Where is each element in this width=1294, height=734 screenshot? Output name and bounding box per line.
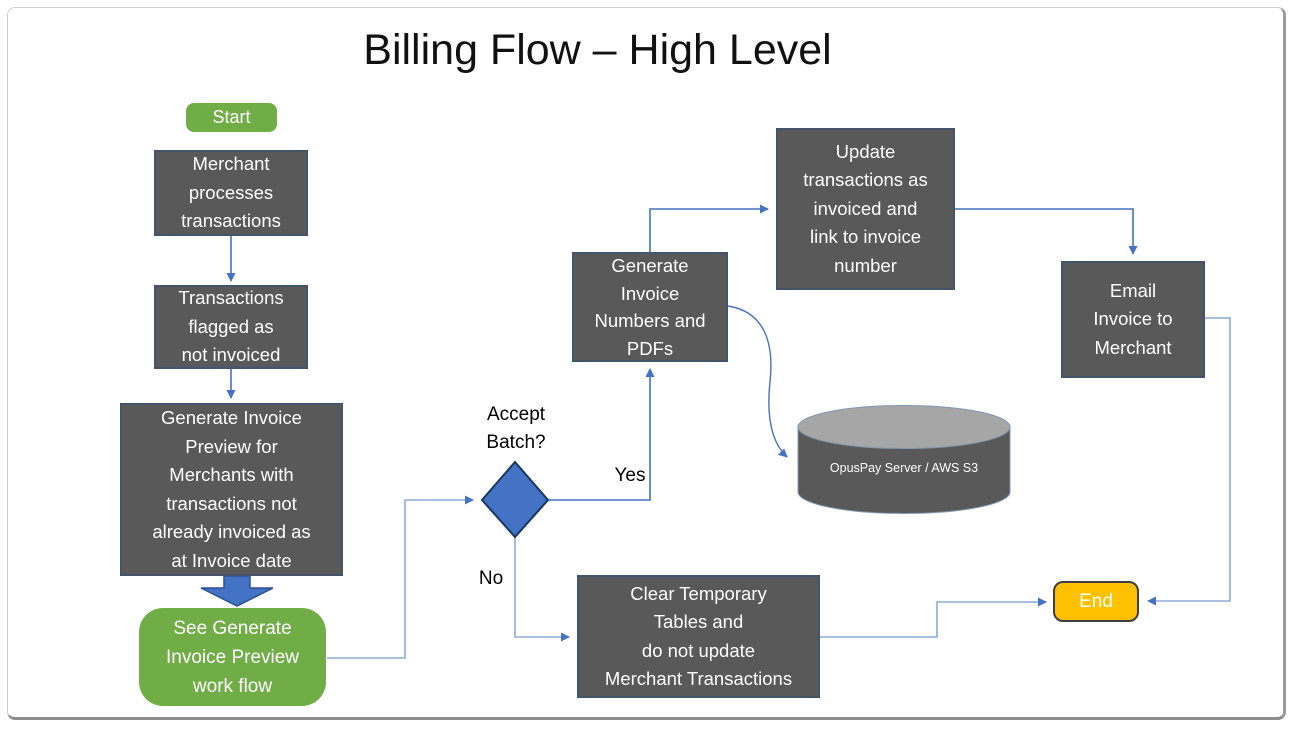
process-update-transactions: Update transactions as invoiced and link… [776, 128, 955, 290]
decision-diamond [480, 460, 550, 539]
edge-workflow-to-decision [327, 495, 474, 659]
edge-numbers-to-update [649, 204, 769, 252]
database-server-label: OpusPay Server / AWS S3 [829, 461, 979, 475]
edge-update-to-email [955, 208, 1138, 255]
edge-decision-yes [548, 368, 655, 501]
edge-email-to-end [1147, 317, 1231, 606]
process-generate-invoice-numbers: Generate Invoice Numbers and PDFs [572, 252, 728, 362]
edge-label-yes: Yes [614, 465, 646, 486]
process-merchant-transactions: Merchant processes transactions [154, 150, 308, 236]
start-node: Start [186, 103, 277, 132]
subprocess-see-invoice-preview-workflow: See Generate Invoice Preview work flow [139, 608, 326, 706]
end-node: End [1053, 581, 1139, 622]
edge-label-no: No [478, 568, 504, 589]
process-email-invoice: Email Invoice to Merchant [1061, 261, 1205, 378]
page-title: Billing Flow – High Level [363, 26, 832, 74]
block-arrow-down-icon [200, 575, 274, 607]
process-transactions-flagged: Transactions flagged as not invoiced [154, 285, 308, 369]
process-clear-temporary-tables: Clear Temporary Tables and do not update… [577, 575, 820, 698]
edge-clear-to-end [820, 597, 1047, 638]
process-generate-invoice-preview: Generate Invoice Preview for Merchants w… [120, 403, 343, 576]
database-cylinder-icon [797, 405, 1011, 514]
decision-question-label: Accept Batch? [486, 404, 546, 453]
edge-numbers-to-server [727, 305, 788, 458]
edge-decision-no [514, 537, 570, 642]
